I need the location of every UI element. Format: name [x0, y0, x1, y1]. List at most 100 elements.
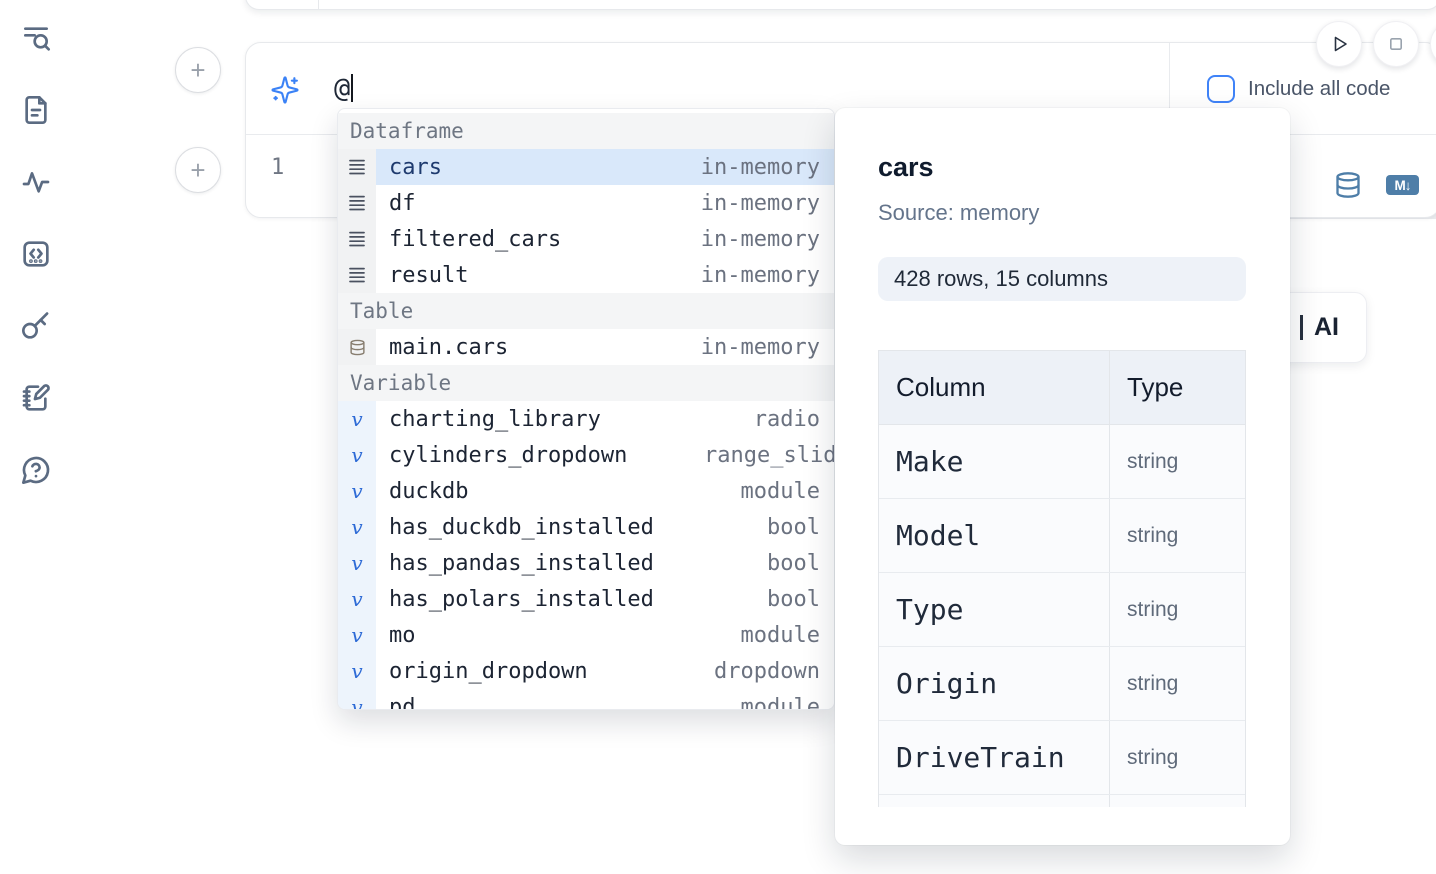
completion-section-header: Table — [338, 293, 834, 329]
activity-icon — [20, 166, 52, 198]
completion-item-name: filtered_cars — [389, 226, 562, 252]
completion-item-name: duckdb — [389, 478, 469, 504]
sidebar-item-search[interactable] — [20, 22, 52, 54]
variable-icon: v — [338, 689, 376, 709]
completion-item-type: in-memory — [700, 262, 820, 288]
sidebar-item-snippets[interactable] — [20, 238, 52, 270]
completion-item-type: module — [740, 622, 820, 648]
completion-item-has_pandas_installed[interactable]: v has_pandas_installed bool — [338, 545, 834, 581]
completion-item-name: pd — [389, 694, 416, 710]
completion-item-type: bool — [767, 550, 820, 576]
stop-cell-button[interactable] — [1373, 21, 1419, 67]
completion-item-name: cars — [389, 154, 442, 180]
completion-item-name: main.cars — [389, 334, 509, 360]
sidebar-item-scratchpad[interactable] — [20, 382, 52, 414]
database-icon[interactable] — [1334, 171, 1362, 199]
completion-item-name: df — [389, 190, 416, 216]
completion-item-name: has_pandas_installed — [389, 550, 654, 576]
completion-item-filtered_cars[interactable]: filtered_cars in-memory — [338, 221, 834, 257]
schema-row: DriveTrain string — [879, 721, 1245, 795]
variable-icon: v — [338, 437, 376, 473]
schema-column-name: Origin — [879, 647, 1110, 720]
stop-icon — [1384, 32, 1408, 56]
ai-prompt-input[interactable]: @ — [334, 73, 354, 104]
notebook-edit-icon — [20, 382, 52, 414]
completion-item-name: result — [389, 262, 469, 288]
schema-column-type: string — [1127, 597, 1179, 621]
completion-item-type: radio — [753, 406, 820, 432]
schema-column-name: Type — [879, 573, 1110, 646]
prompt-divider — [1169, 43, 1170, 134]
variable-icon: v — [338, 653, 376, 689]
schema-column-name: Model — [879, 499, 1110, 572]
completion-item-name: cylinders_dropdown — [389, 442, 628, 468]
completion-item-type: range_slider — [704, 442, 834, 468]
completion-item-type: in-memory — [700, 154, 820, 180]
completion-item-charting_library[interactable]: v charting_library radio — [338, 401, 834, 437]
sparkles-icon — [270, 75, 300, 105]
run-cell-button[interactable] — [1316, 21, 1362, 67]
completion-item-name: origin_dropdown — [389, 658, 588, 684]
completion-section-header: Dataframe — [338, 113, 834, 149]
completion-item-type: in-memory — [700, 226, 820, 252]
type-header: Type — [1127, 372, 1184, 402]
completion-item-type: bool — [767, 586, 820, 612]
completion-item-result[interactable]: result in-memory — [338, 257, 834, 293]
completion-item-type: in-memory — [700, 334, 820, 360]
markdown-export-icon[interactable]: M↓ — [1386, 175, 1419, 195]
schema-row: Model string — [879, 499, 1245, 573]
completion-item-df[interactable]: df in-memory — [338, 185, 834, 221]
schema-column-type: string — [1127, 671, 1179, 695]
key-icon — [20, 310, 52, 342]
schema-column-type: string — [1127, 745, 1179, 769]
variable-icon: v — [338, 401, 376, 437]
completion-item-name: charting_library — [389, 406, 601, 432]
document-icon — [20, 94, 52, 126]
cell-actions: M↓ — [1334, 171, 1419, 199]
completion-item-type: module — [740, 694, 820, 710]
sidebar-item-help[interactable] — [20, 454, 52, 486]
schema-row: Type string — [879, 573, 1245, 647]
text-search-icon — [20, 22, 52, 54]
variable-icon: v — [338, 545, 376, 581]
sidebar-item-files[interactable] — [20, 94, 52, 126]
completion-item-type: module — [740, 478, 820, 504]
sidebar-item-activity[interactable] — [20, 166, 52, 198]
schema-column-type: string — [1127, 523, 1179, 547]
include-all-code-label: Include all code — [1248, 76, 1391, 100]
completion-item-cars[interactable]: cars in-memory — [338, 149, 834, 185]
add-cell-button[interactable]: + — [175, 147, 221, 193]
help-icon — [20, 454, 52, 486]
completion-item-main.cars[interactable]: main.cars in-memory — [338, 329, 834, 365]
dataframe-icon — [338, 221, 376, 257]
completion-section-header: Variable — [338, 365, 834, 401]
table-icon — [338, 329, 376, 365]
include-all-code-checkbox[interactable] — [1207, 74, 1235, 103]
include-all-code-zone: Include all code — [1169, 43, 1436, 134]
schema-column-name — [879, 795, 1110, 807]
schema-row: Origin string — [879, 647, 1245, 721]
schema-table-header: Column Type — [879, 351, 1245, 425]
completion-item-name: mo — [389, 622, 416, 648]
completion-item-name: has_polars_installed — [389, 586, 654, 612]
play-icon — [1327, 32, 1351, 56]
preview-title: cars — [878, 152, 934, 182]
completion-item-type: in-memory — [700, 190, 820, 216]
completion-item-type: bool — [767, 514, 820, 540]
add-cell-button[interactable]: + — [175, 47, 221, 93]
preview-source: Source: memory — [878, 200, 1040, 225]
schema-column-name: Make — [879, 425, 1110, 498]
schema-column-name: DriveTrain — [879, 721, 1110, 794]
completion-item-cylinders_dropdown[interactable]: v cylinders_dropdown range_slider — [338, 437, 834, 473]
sidebar-item-secrets[interactable] — [20, 310, 52, 342]
